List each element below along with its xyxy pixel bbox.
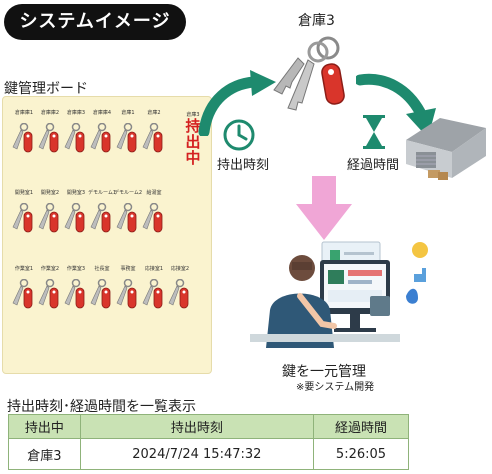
column-header: 持出中 <box>8 414 81 439</box>
page-title: システムイメージ <box>4 4 186 40</box>
checked-out-char: 持 <box>185 117 201 135</box>
key-icon <box>12 203 33 233</box>
board-key-slot: 倉庫1 <box>111 110 145 157</box>
key-icon <box>38 279 59 309</box>
board-key-slot: 作業室2 <box>33 266 67 313</box>
key-icon <box>12 123 33 153</box>
key-icon <box>90 279 111 309</box>
board-key-slot: 倉庫庫1 <box>7 110 41 157</box>
slot-label: 倉庫庫1 <box>14 110 34 116</box>
key-icon <box>38 123 59 153</box>
board-key-slot: 給湯室 <box>137 190 171 237</box>
checked-out-text: 持 出 中 <box>181 118 205 166</box>
slot-label: 倉庫1 <box>121 110 135 116</box>
central-management-illustration <box>250 241 428 348</box>
board-key-slot: 作業室3 <box>59 266 93 313</box>
board-key-slot: 倉庫庫4 <box>85 110 119 157</box>
central-label: 鍵を一元管理 <box>282 364 366 380</box>
key-icon <box>64 123 85 153</box>
elapsed-time-label: 経過時間 <box>347 158 400 173</box>
board-key-slot: 社長室 <box>85 266 119 313</box>
central-note: ※要システム開発 <box>296 382 375 393</box>
board-key-slot: 開発室2 <box>33 190 67 237</box>
key-icon <box>142 279 163 309</box>
table-row: 倉庫3 2024/7/24 15:47:32 5:26:05 <box>8 438 410 470</box>
key-icon <box>64 203 85 233</box>
key-icon <box>64 279 85 309</box>
slot-label: 事務室 <box>120 266 136 272</box>
slot-label: 開発室2 <box>40 190 60 196</box>
board-key-slot: 開発室1 <box>7 190 41 237</box>
checked-out-slot-label: 倉庫3 <box>186 112 200 118</box>
board-key-slot: デモルーム1 <box>85 190 119 237</box>
slot-label: 作業室2 <box>40 266 60 272</box>
key-icon <box>38 203 59 233</box>
table-cell: 5:26:05 <box>312 438 410 470</box>
arrow-board-to-keys <box>198 70 276 136</box>
board-key-slot: 事務室 <box>111 266 145 313</box>
list-heading: 持出時刻･経過時間を一覧表示 <box>7 399 196 415</box>
warehouse-label: 倉庫3 <box>298 13 335 29</box>
slot-label: 倉庫庫2 <box>40 110 60 116</box>
hourglass-icon <box>363 115 385 149</box>
clock-icon <box>223 119 255 151</box>
column-header: 持出時刻 <box>79 414 314 439</box>
key-icon <box>168 279 189 309</box>
key-icon <box>142 123 163 153</box>
board-key-slot: 倉庫庫2 <box>33 110 67 157</box>
checkout-table: 持出中 持出時刻 経過時間 倉庫3 2024/7/24 15:47:32 5:2… <box>8 414 410 470</box>
key-icon <box>142 203 163 233</box>
board-label: 鍵管理ボード <box>4 81 88 97</box>
table-cell: 2024/7/24 15:47:32 <box>79 438 314 470</box>
checked-out-sign: 倉庫3 持 出 中 <box>181 111 205 166</box>
slot-label: 倉庫庫3 <box>66 110 86 116</box>
checked-out-char: 出 <box>185 133 201 151</box>
slot-label: 開発室1 <box>14 190 34 196</box>
key-icon <box>116 279 137 309</box>
warehouse-icon <box>406 118 486 180</box>
board-key-slot: 応接室1 <box>137 266 171 313</box>
slot-label: 作業室3 <box>66 266 86 272</box>
key-icon <box>90 203 111 233</box>
slot-label: 給湯室 <box>146 190 162 196</box>
board-key-slot: 作業室1 <box>7 266 41 313</box>
board-key-slot: デモルーム2 <box>111 190 145 237</box>
slot-label: 開発室3 <box>66 190 86 196</box>
slot-label: デモルーム2 <box>113 190 143 196</box>
slot-label: 応接室2 <box>170 266 190 272</box>
table-header-row: 持出中 持出時刻 経過時間 <box>8 414 410 439</box>
slot-label: 倉庫2 <box>147 110 161 116</box>
key-icon <box>90 123 111 153</box>
slot-label: 作業室1 <box>14 266 34 272</box>
board-key-slot: 開発室3 <box>59 190 93 237</box>
key-icon <box>116 203 137 233</box>
table-cell: 倉庫3 <box>8 438 81 470</box>
board-key-slot: 倉庫2 <box>137 110 171 157</box>
board-key-slot: 倉庫庫3 <box>59 110 93 157</box>
column-header: 経過時間 <box>312 414 410 439</box>
arrow-down-to-central <box>296 176 352 240</box>
keys-icon <box>273 36 345 111</box>
board-key-slot: 応接室2 <box>163 266 197 313</box>
slot-label: 倉庫庫4 <box>92 110 112 116</box>
key-icon <box>12 279 33 309</box>
slot-label: 応接室1 <box>144 266 164 272</box>
checked-out-char: 中 <box>185 149 201 167</box>
slot-label: 社長室 <box>94 266 110 272</box>
slot-label: デモルーム1 <box>87 190 117 196</box>
checkout-time-label: 持出時刻 <box>217 158 270 173</box>
key-icon <box>116 123 137 153</box>
